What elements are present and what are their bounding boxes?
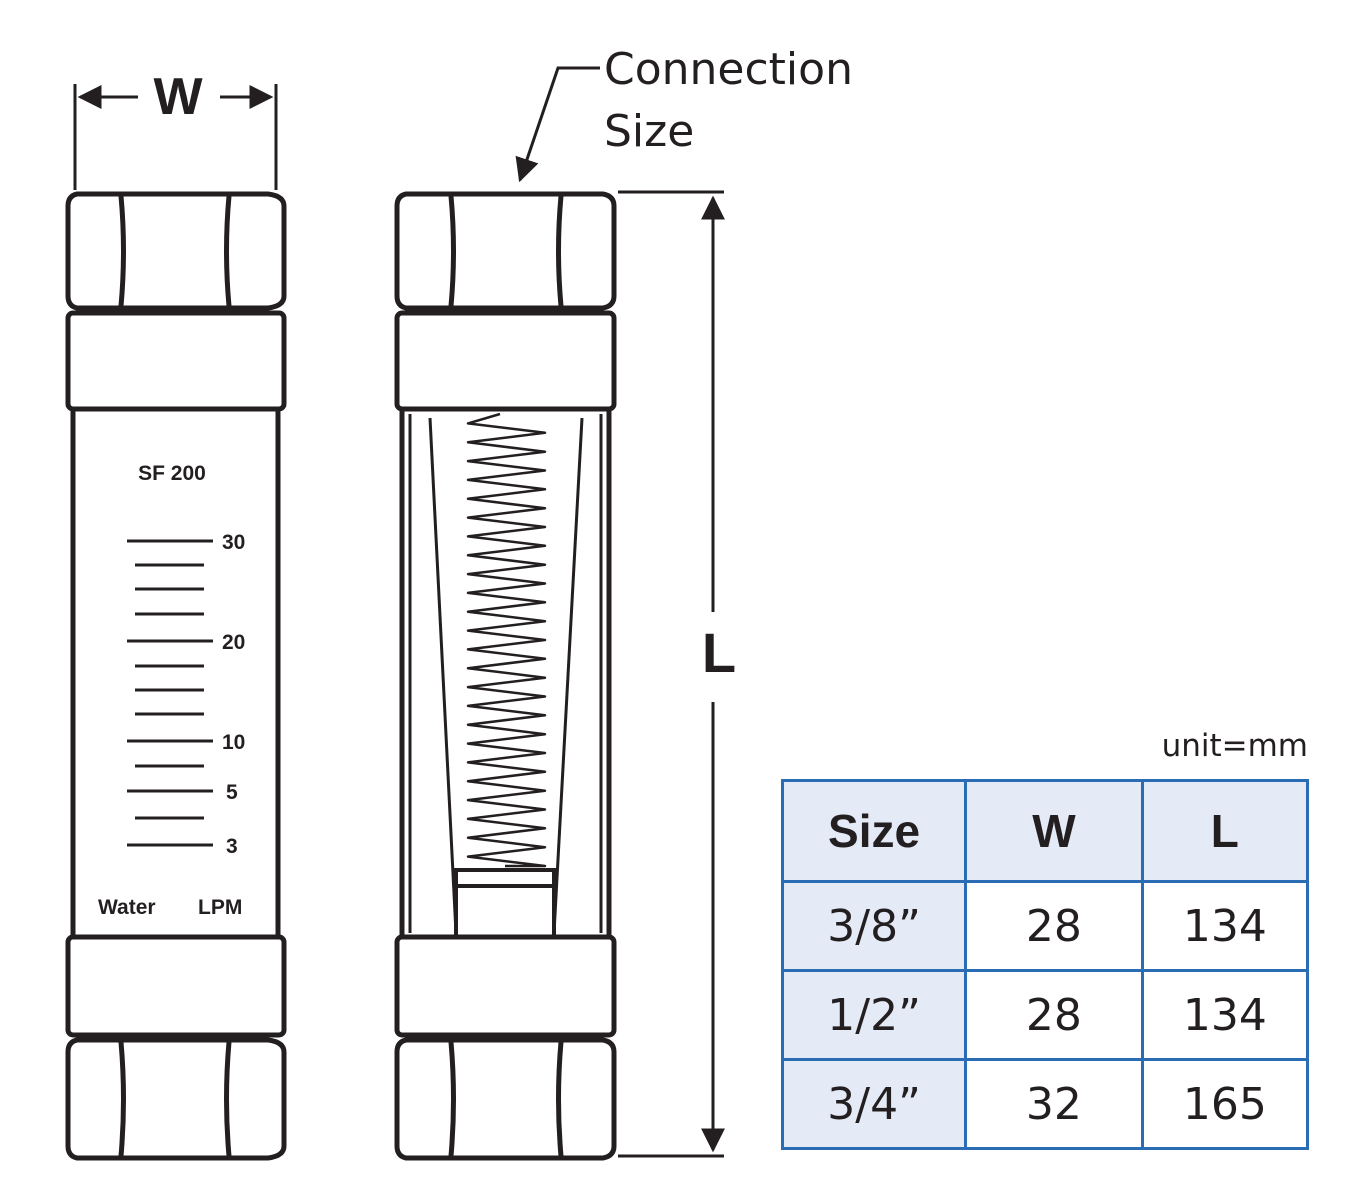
top-hex-nut-flat bbox=[118, 195, 232, 307]
length-label: L bbox=[702, 621, 736, 684]
top-hex-nut-flat bbox=[448, 195, 564, 307]
piston bbox=[454, 868, 556, 939]
flowmeter-section-view bbox=[394, 191, 617, 1161]
scale-label-30: 30 bbox=[222, 531, 245, 554]
table-header-row: Size W L bbox=[780, 779, 1310, 883]
spring bbox=[466, 412, 547, 868]
cell-size: 1/2” bbox=[780, 969, 968, 1061]
connection-label-line1: Connection bbox=[604, 44, 853, 95]
bottom-collar bbox=[394, 934, 617, 1038]
cell-w: 28 bbox=[964, 969, 1144, 1061]
cell-w: 28 bbox=[964, 880, 1144, 972]
unit-note: unit=mm bbox=[1161, 728, 1308, 764]
cell-size: 3/8” bbox=[780, 880, 968, 972]
tube-inner-walls bbox=[408, 414, 603, 934]
connection-label-line2: Size bbox=[604, 106, 694, 157]
bottom-hex-nut bbox=[65, 1037, 287, 1161]
unit-label: LPM bbox=[198, 896, 242, 919]
width-label: W bbox=[153, 68, 203, 126]
cell-size: 3/4” bbox=[780, 1058, 968, 1150]
table-row: 3/4” 32 165 bbox=[780, 1058, 1310, 1150]
bottom-hex-nut bbox=[394, 1037, 617, 1161]
taper-wall-left bbox=[428, 417, 458, 934]
bottom-collar bbox=[65, 934, 287, 1038]
cell-w: 32 bbox=[964, 1058, 1144, 1150]
scale-label-3: 3 bbox=[226, 835, 238, 858]
medium-label: Water bbox=[98, 896, 156, 919]
connection-callout bbox=[515, 66, 600, 183]
bottom-hex-nut-flat bbox=[118, 1041, 232, 1157]
bottom-hex-nut-flat bbox=[448, 1041, 564, 1157]
scale-label-10: 10 bbox=[222, 731, 245, 754]
taper-wall-right bbox=[552, 417, 584, 934]
scale-label-5: 5 bbox=[226, 781, 238, 804]
top-hex-nut bbox=[65, 191, 287, 311]
header-w: W bbox=[964, 779, 1144, 883]
dimension-table: Size W L 3/8” 28 134 1/2” 28 134 3/4” 32… bbox=[780, 779, 1310, 1150]
cell-l: 134 bbox=[1140, 969, 1310, 1061]
scale-label-20: 20 bbox=[222, 631, 245, 654]
table-row: 3/8” 28 134 bbox=[780, 880, 1310, 972]
cell-l: 165 bbox=[1140, 1058, 1310, 1150]
model-label: SF 200 bbox=[138, 462, 206, 485]
top-collar bbox=[65, 310, 287, 412]
header-size: Size bbox=[780, 779, 968, 883]
top-hex-nut bbox=[394, 191, 617, 311]
flowmeter-front-view bbox=[65, 191, 287, 1161]
scale-labels: SF 200 30 20 10 5 3 Water LPM bbox=[98, 462, 245, 919]
table-row: 1/2” 28 134 bbox=[780, 969, 1310, 1061]
cell-l: 134 bbox=[1140, 880, 1310, 972]
connection-leader-line bbox=[515, 66, 600, 183]
top-collar bbox=[394, 310, 617, 412]
body-tube bbox=[70, 406, 281, 940]
scale-ticks bbox=[127, 539, 213, 847]
header-l: L bbox=[1140, 779, 1310, 883]
width-dimension bbox=[73, 84, 278, 190]
length-dimension bbox=[618, 190, 725, 1158]
